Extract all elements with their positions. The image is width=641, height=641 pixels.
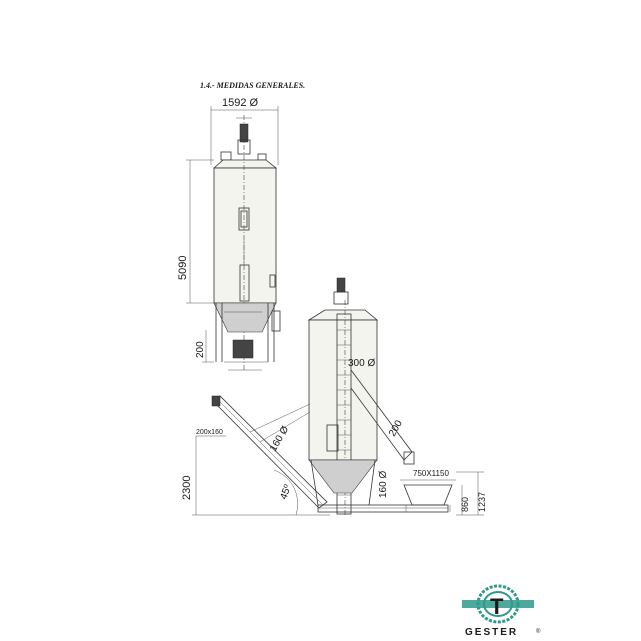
hopper-height-a-label: 860 <box>460 497 470 512</box>
hopper-inlet-label: 200x160 <box>196 429 223 436</box>
total-height-label: 2300 <box>181 476 193 500</box>
feed-hopper <box>403 484 453 506</box>
gester-logo: T GESTER ® <box>462 584 541 638</box>
section-title: 1.4.- MEDIDAS GENERALES. <box>200 81 306 90</box>
elevator-diameter-label: 300 Ø <box>348 358 375 369</box>
top-silo-body <box>213 167 277 304</box>
leg-height-label: 200 <box>195 341 206 358</box>
logo-name: GESTER <box>465 627 518 638</box>
bottom-conveyor <box>317 504 449 513</box>
outlet-diameter-label: 160 Ø <box>378 471 389 498</box>
registered-mark: ® <box>536 628 541 635</box>
silo-height-label: 5090 <box>177 256 189 280</box>
angle-label: 45º <box>278 483 294 501</box>
hopper-height-b-label: 1237 <box>477 492 487 512</box>
elevator-motor <box>336 277 346 293</box>
logo-symbol: T <box>490 594 505 619</box>
chute-size-label: 200 <box>387 418 405 438</box>
bottom-assembly-drawing: 300 Ø 200 160 Ø 160 Ø 200x160 <box>181 277 487 516</box>
screw-diameter-label: 160 Ø <box>268 424 291 453</box>
hopper-size-label: 750X1150 <box>413 469 449 478</box>
discharge-valve <box>232 339 254 359</box>
top-silo-drawing: 1592 Ø <box>177 97 281 372</box>
silo-diameter-label: 1592 Ø <box>222 97 259 109</box>
